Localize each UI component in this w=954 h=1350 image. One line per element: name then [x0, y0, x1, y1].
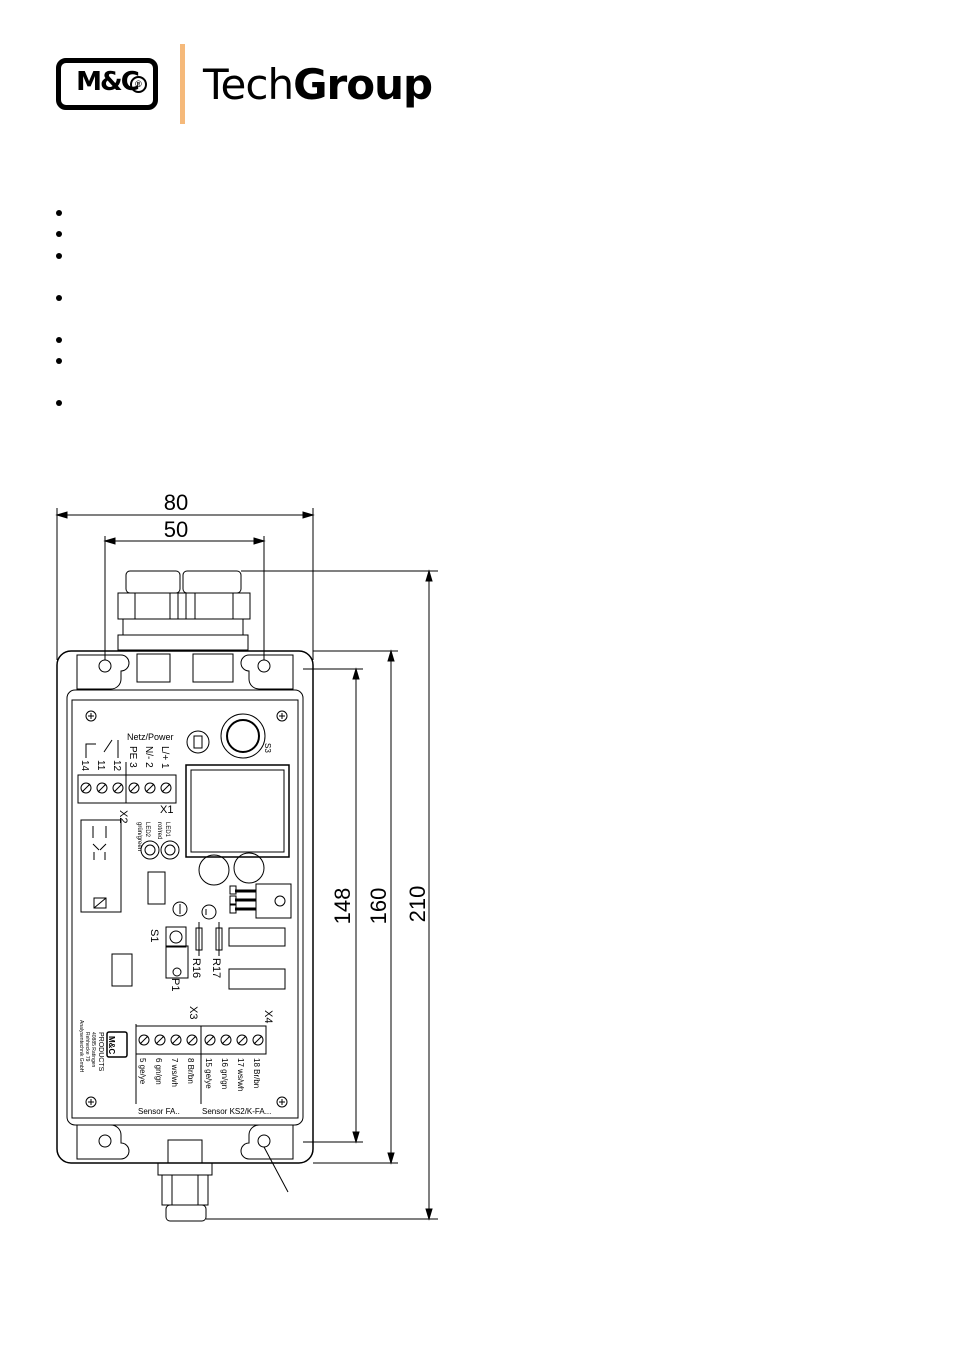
led2-color: grün/green: [136, 822, 142, 851]
sensor-ks2-label: Sensor KS2/K-FA...: [202, 1107, 271, 1116]
cable-glands-top: [117, 570, 251, 683]
company-line-3: Rehhecke 79: [84, 1032, 90, 1062]
x2-label: X2: [117, 810, 129, 823]
terminal-screws-bottom: [138, 1034, 264, 1046]
netz-power-label: Netz/Power: [127, 732, 174, 742]
brand-light: Tech: [203, 60, 294, 109]
housing-outline: [56, 650, 314, 1193]
dim-80-label: 80: [164, 490, 188, 515]
company-line-4: Analysentechnik GmbH: [78, 1020, 84, 1073]
x3-pin-7: 7 ws/wh: [170, 1058, 179, 1087]
dimension-148: 148: [303, 667, 363, 1144]
cable-gland-bottom: [157, 1139, 213, 1222]
bullet-point: [56, 210, 62, 216]
x1-pin-2: N/- 2: [143, 746, 154, 768]
p1-label: P1: [169, 978, 181, 991]
x3-pin-6: 6 gn/gn: [154, 1058, 163, 1085]
dimension-160: 160: [313, 649, 398, 1165]
led1-label: LED1: [164, 822, 170, 838]
led2-label: LED2: [144, 822, 150, 838]
terminal-screws-top: [80, 782, 172, 794]
led1-color: rot/red: [156, 822, 162, 839]
x4-pin-15: 15 ge/ye: [204, 1058, 213, 1089]
x2-pin-12: 12: [111, 760, 122, 772]
techgroup-wordmark: TechGroup: [203, 60, 433, 109]
bullet-point: [56, 231, 62, 237]
bullet-point: [56, 400, 62, 406]
s1-label: S1: [148, 929, 160, 942]
dim-50-label: 50: [164, 517, 188, 542]
x3-pin-5: 5 ge/ye: [138, 1058, 147, 1085]
bullet-point: [56, 295, 62, 301]
sensor-fa-label: Sensor FA..: [138, 1107, 180, 1116]
x4-label: X4: [262, 1010, 274, 1023]
registered-mark: ®: [130, 76, 147, 93]
x4-pin-16: 16 gn/gn: [220, 1058, 229, 1089]
mc-logo: M&C ®: [56, 58, 158, 110]
x2-pin-11: 11: [95, 760, 106, 771]
brand-divider: [180, 44, 185, 124]
x1-pin-3: PE 3: [127, 746, 138, 768]
s3-label: S3: [263, 743, 272, 753]
bullet-point: [56, 253, 62, 259]
logo-text: M&C: [76, 67, 140, 97]
dim-148-label: 148: [330, 888, 355, 925]
dimension-80: 80: [55, 490, 315, 660]
pcb-board: [71, 699, 299, 1119]
dim-160-label: 160: [366, 888, 391, 925]
r17-label: R17: [210, 958, 222, 978]
x1-label: X1: [160, 804, 173, 816]
dimension-50: 50: [103, 517, 266, 660]
company-line-2: 40885 Ratingen: [90, 1032, 96, 1068]
small-mc-logo: M&C: [107, 1036, 116, 1054]
x3-label: X3: [187, 1006, 199, 1019]
x2-pin-14: 14: [79, 760, 90, 772]
x1-pin-1: L/+ 1: [159, 746, 170, 769]
bullet-point: [56, 358, 62, 364]
brand-bold: Group: [293, 60, 433, 109]
company-line-1: PRODUCTS: [97, 1032, 104, 1072]
x4-pin-17: 17 ws/wh: [236, 1058, 245, 1091]
dim-210-label: 210: [405, 886, 430, 923]
dimension-210: 210: [206, 569, 438, 1221]
x4-pin-18: 18 Br/bn: [252, 1058, 261, 1088]
r16-label: R16: [190, 958, 202, 978]
x3-pin-8: 8 Br/bn: [186, 1058, 195, 1084]
bullet-point: [56, 337, 62, 343]
